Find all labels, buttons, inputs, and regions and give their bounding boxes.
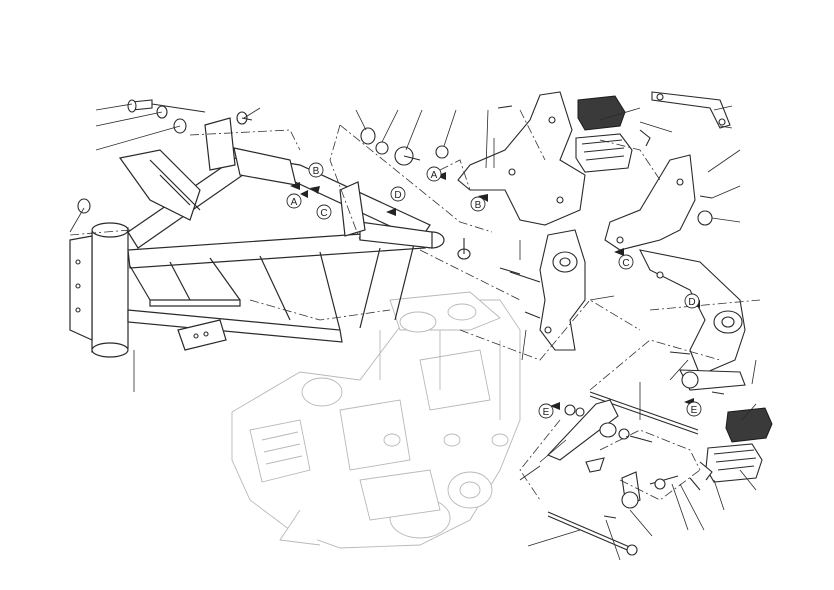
callout-b-bracket: B — [470, 196, 486, 212]
assembly-arrows — [290, 172, 700, 410]
callout-letter: E — [691, 405, 698, 416]
callout-e-lever: E — [538, 403, 554, 419]
callout-letter: D — [394, 190, 401, 201]
callout-letter: C — [320, 208, 327, 219]
callout-a-frame: A — [286, 193, 302, 209]
engine-assembly — [231, 291, 521, 549]
callout-e-bracket: E — [686, 401, 702, 417]
right-footpeg — [699, 407, 773, 483]
leader-lines — [69, 103, 757, 561]
callout-c-frame: C — [316, 204, 332, 220]
callout-letter: B — [475, 200, 482, 211]
callout-c-bracket: C — [618, 254, 634, 270]
callout-letter: B — [313, 166, 320, 177]
bushing-set — [360, 127, 521, 275]
callout-d-bracket: D — [684, 293, 700, 309]
callout-letter: D — [688, 297, 695, 308]
main-frame — [69, 117, 445, 358]
lever-assembly — [547, 391, 701, 556]
callout-b-frame: B — [308, 162, 324, 178]
callout-letter: E — [543, 407, 550, 418]
callout-a-bracket: A — [426, 166, 442, 182]
callout-letter: C — [622, 258, 629, 269]
callout-letter: A — [431, 170, 438, 181]
assembly-centerlines — [69, 109, 761, 501]
callout-letter: A — [291, 197, 298, 208]
left-footpeg — [575, 95, 651, 173]
right-footrest-bracket — [604, 91, 746, 395]
left-footrest-bracket — [457, 91, 586, 351]
callout-d-frame: D — [390, 186, 406, 202]
